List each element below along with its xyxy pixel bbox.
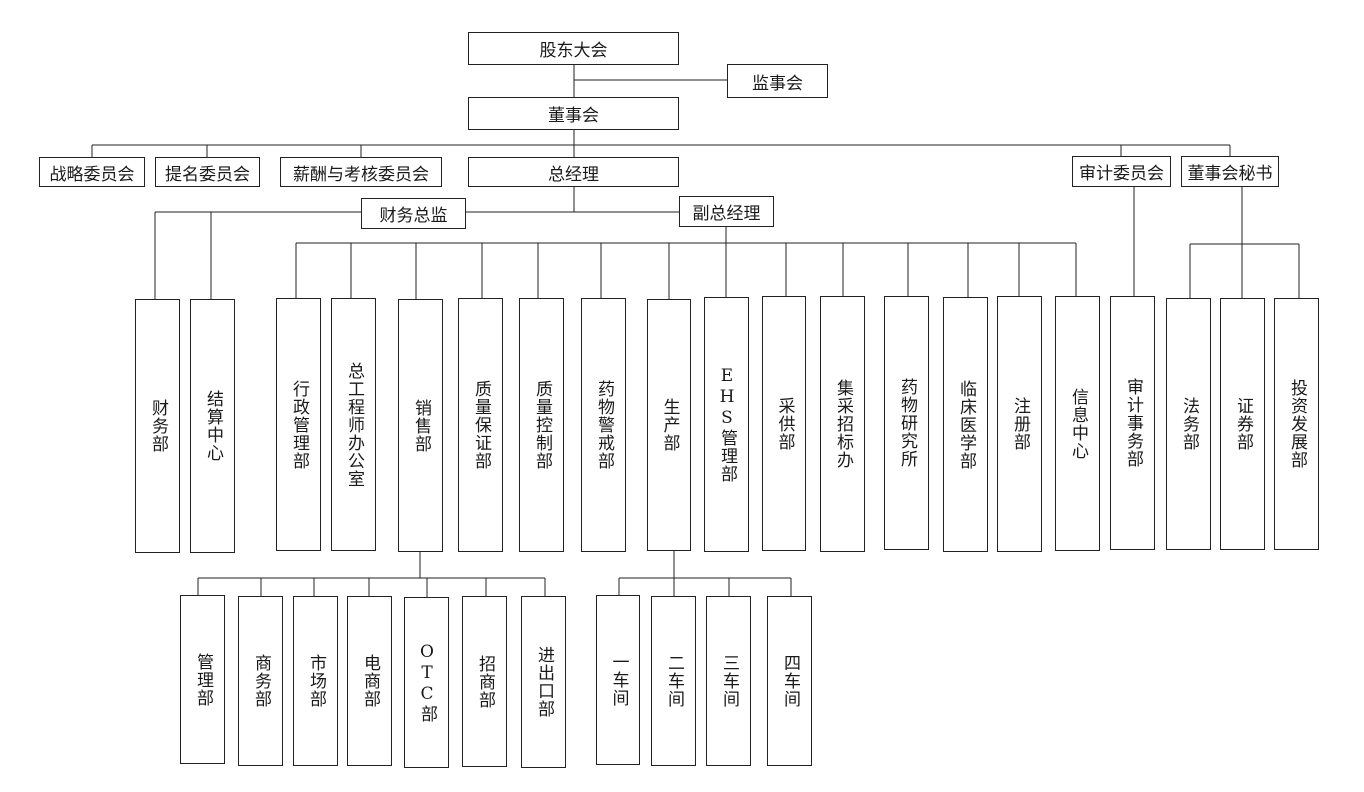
nomination-committee-box: 提名委员会	[155, 157, 260, 187]
workshop-label: 一车间	[608, 653, 629, 707]
dept-label: 行政管理部	[289, 379, 309, 470]
sub-dept-box-import-export: 进出口部	[521, 596, 566, 768]
dept-label: 临床医学部	[956, 379, 976, 470]
audit-committee-label: 审计委员会	[1079, 164, 1164, 184]
dept-label: 质量保证部	[471, 380, 491, 470]
compensation-committee-box: 薪酬与考核委员会	[280, 157, 442, 187]
dept-label: 药物警戒部	[594, 380, 614, 470]
dept-label: 结算中心	[203, 390, 223, 462]
strategy-committee-label: 战略委员会	[49, 164, 135, 185]
workshop-box-4: 四车间	[767, 596, 812, 766]
workshop-box-3: 三车间	[706, 596, 751, 766]
dept-label: 集采招标办	[833, 379, 853, 469]
audit-committee-box: 审计委员会	[1072, 156, 1171, 187]
dept-box-finance: 财务部	[135, 299, 180, 553]
dept-box-production: 生产部	[647, 299, 691, 551]
compensation-committee-label: 薪酬与考核委员会	[293, 164, 429, 185]
sub-dept-label: OTC部	[417, 642, 437, 723]
dept-label: 法务部	[1179, 397, 1199, 451]
general-manager-box: 总经理	[468, 157, 679, 187]
dept-box-pharmacovigilance: 药物警戒部	[581, 298, 626, 552]
sub-dept-label: 进出口部	[534, 646, 554, 718]
sub-dept-box-otc: OTC部	[404, 597, 449, 768]
workshop-box-2: 二车间	[651, 596, 696, 766]
dept-box-tender-office: 集采招标办	[820, 296, 865, 552]
cfo-box: 财务总监	[361, 198, 466, 229]
supervisory-board-box: 监事会	[727, 64, 828, 98]
general-manager-label: 总经理	[548, 164, 599, 185]
dept-box-chief-engineer-office: 总工程师办公室	[331, 298, 376, 551]
dept-label: EHS管理部	[717, 366, 737, 483]
cfo-label: 财务总监	[379, 206, 448, 226]
dept-box-procurement: 采供部	[762, 296, 806, 551]
dept-box-information-center: 信息中心	[1055, 296, 1100, 551]
dept-box-sales: 销售部	[398, 299, 443, 552]
supervisory-board-label: 监事会	[752, 73, 803, 94]
deputy-gm-label: 副总经理	[692, 204, 761, 224]
sub-dept-label: 电商部	[360, 654, 380, 708]
dept-label: 投资发展部	[1287, 379, 1307, 469]
dept-box-drug-research: 药物研究所	[884, 296, 929, 550]
dept-label: 采供部	[774, 396, 795, 451]
dept-box-audit-affairs: 审计事务部	[1110, 296, 1155, 550]
sub-dept-label: 招商部	[475, 654, 495, 709]
board-secretary-box: 董事会秘书	[1181, 156, 1279, 187]
sub-dept-label: 市场部	[306, 654, 326, 708]
dept-label: 药物研究所	[897, 378, 917, 468]
dept-label: 审计事务部	[1123, 378, 1143, 468]
sub-dept-label: 管理部	[193, 652, 213, 707]
dept-label: 财务部	[148, 399, 168, 453]
workshop-label: 三车间	[719, 654, 739, 708]
dept-label: 信息中心	[1068, 387, 1088, 460]
sub-dept-label: 商务部	[251, 654, 271, 708]
shareholders-meeting-label: 股东大会	[539, 41, 608, 61]
sub-dept-box-business: 商务部	[238, 596, 283, 766]
workshop-label: 四车间	[780, 654, 800, 708]
sub-dept-box-marketing: 市场部	[293, 596, 338, 766]
shareholders-meeting-box: 股东大会	[468, 32, 679, 65]
nomination-committee-label: 提名委员会	[165, 164, 250, 185]
strategy-committee-box: 战略委员会	[39, 157, 145, 187]
dept-label: 质量控制部	[532, 380, 552, 470]
dept-box-ehs: EHS管理部	[704, 297, 749, 552]
dept-label: 总工程师办公室	[344, 361, 364, 488]
sub-dept-box-management: 管理部	[180, 595, 225, 764]
dept-box-securities: 证券部	[1220, 298, 1265, 550]
dept-box-quality-control: 质量控制部	[519, 298, 564, 552]
board-of-directors-label: 董事会	[548, 106, 599, 126]
sub-dept-box-investment-promotion: 招商部	[462, 596, 507, 767]
board-secretary-label: 董事会秘书	[1187, 164, 1273, 184]
deputy-gm-box: 副总经理	[679, 196, 774, 227]
dept-box-legal: 法务部	[1166, 298, 1211, 550]
dept-label: 生产部	[659, 398, 680, 452]
dept-box-quality-assurance: 质量保证部	[458, 298, 503, 552]
dept-label: 证券部	[1233, 397, 1253, 451]
board-of-directors-box: 董事会	[468, 97, 679, 130]
dept-box-investment-development: 投资发展部	[1274, 298, 1319, 550]
dept-label: 销售部	[411, 398, 431, 453]
sub-dept-box-ecommerce: 电商部	[347, 596, 392, 766]
dept-box-clinical-medicine: 临床医学部	[943, 297, 988, 552]
dept-box-admin: 行政管理部	[276, 298, 321, 551]
workshop-label: 二车间	[664, 654, 684, 708]
dept-label: 注册部	[1010, 397, 1030, 451]
dept-box-registration: 注册部	[997, 296, 1042, 552]
dept-box-settlement-center: 结算中心	[190, 299, 235, 553]
workshop-box-1: 一车间	[596, 595, 640, 765]
